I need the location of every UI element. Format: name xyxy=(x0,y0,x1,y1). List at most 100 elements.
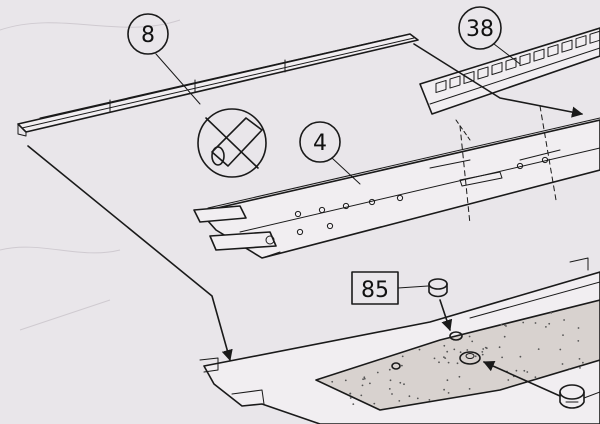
speckle-dot xyxy=(534,322,537,324)
speckle-dot xyxy=(537,348,540,350)
speckle-dot xyxy=(363,377,366,380)
speckle-dot xyxy=(577,327,580,329)
speckle-dot xyxy=(482,348,485,350)
speckle-dot xyxy=(363,376,366,379)
speckle-dot xyxy=(447,392,450,394)
rivet-hole xyxy=(396,194,404,202)
rivet-hole xyxy=(541,156,549,164)
speckle-dot xyxy=(388,388,391,390)
speckle-dot xyxy=(561,363,564,365)
speckle-dot xyxy=(568,367,571,370)
speckle-dot xyxy=(447,361,450,364)
part-4-panel xyxy=(193,105,600,259)
part-8-strip xyxy=(17,33,419,137)
speckle-dot xyxy=(481,353,484,356)
no-glue-prohibition-icon xyxy=(197,108,267,178)
speckle-dot xyxy=(563,319,565,321)
callout-85-label: 85 xyxy=(361,278,389,303)
rivet-hole xyxy=(368,198,376,206)
speckle-dot xyxy=(545,326,547,328)
speckle-dot xyxy=(481,351,484,353)
grid-cell xyxy=(547,44,559,58)
grid-cell xyxy=(589,30,600,44)
grid-cell xyxy=(477,66,489,80)
speckle-dot xyxy=(444,357,447,359)
speckle-dot xyxy=(401,364,403,367)
speckle-dot xyxy=(550,311,553,314)
callout-4-label: 4 xyxy=(313,131,327,156)
speckle-dot xyxy=(446,350,449,353)
rivet-hole xyxy=(516,162,524,170)
speckle-dot xyxy=(500,323,503,326)
callout-4: 4 xyxy=(299,121,361,185)
grid-cell xyxy=(561,39,573,53)
speckle-dot xyxy=(399,381,402,384)
speckle-dot xyxy=(534,376,537,379)
speckle-dot xyxy=(433,357,436,360)
speckle-dot xyxy=(389,379,392,382)
speckle-dot xyxy=(522,321,525,324)
callout-38: 38 xyxy=(458,6,521,65)
speckle-dot xyxy=(388,368,391,371)
bottom-plug xyxy=(482,361,600,409)
speckle-dot xyxy=(453,348,456,351)
speckle-dot xyxy=(577,340,580,342)
speckle-dot xyxy=(443,356,445,358)
speckle-dot xyxy=(428,399,431,401)
speckle-dot xyxy=(582,361,584,364)
rivet-hole xyxy=(296,228,304,236)
speckle-dot xyxy=(548,322,551,325)
speckle-dot xyxy=(349,392,351,395)
speckle-dot xyxy=(507,379,510,381)
callout-85: 85 xyxy=(351,271,429,305)
speckle-dot xyxy=(459,351,462,354)
speckle-dot xyxy=(484,346,487,349)
part-38-grid xyxy=(419,27,600,115)
speckle-dot xyxy=(456,362,459,365)
speckle-dot xyxy=(471,340,474,343)
speckle-dot xyxy=(526,371,529,373)
grid-cell xyxy=(533,48,545,62)
speckle-dot xyxy=(498,346,501,349)
speckle-dot xyxy=(503,324,506,326)
speckle-dot xyxy=(361,384,364,387)
speckle-dot xyxy=(466,349,469,351)
grid-cell xyxy=(575,35,587,49)
speckle-dot xyxy=(398,400,401,402)
speckle-dot xyxy=(443,388,445,391)
background-sketch xyxy=(0,19,181,331)
speckle-dot xyxy=(369,382,371,385)
speckle-dot xyxy=(352,403,355,405)
speckle-dot xyxy=(523,369,526,372)
speckle-dot xyxy=(474,355,477,358)
speckle-dot xyxy=(443,344,446,347)
speckle-dot xyxy=(468,335,471,338)
speckle-dot xyxy=(331,380,334,383)
speckle-dot xyxy=(349,397,352,399)
part-85-plug xyxy=(428,278,453,332)
guide-arrow-38 xyxy=(413,43,584,118)
callout-8: 8 xyxy=(127,13,201,105)
speckle-dot xyxy=(408,395,411,398)
speckle-dot xyxy=(505,325,507,327)
speckle-dot xyxy=(503,335,506,338)
speckle-dot xyxy=(515,369,518,372)
grid-cell xyxy=(505,57,517,71)
speckle-dot xyxy=(373,402,376,405)
rivet-hole xyxy=(326,222,334,230)
speckle-dot xyxy=(416,397,419,400)
dashed-guide xyxy=(455,119,471,141)
grid-cell xyxy=(491,62,503,76)
speckle-dot xyxy=(344,379,347,382)
grid-cell xyxy=(519,53,531,67)
callout-38-label: 38 xyxy=(466,17,494,42)
callout-8-label: 8 xyxy=(141,23,155,48)
guide-arrow-left xyxy=(27,145,233,362)
speckle-dot xyxy=(376,371,379,374)
speckle-dot xyxy=(401,355,404,358)
speckle-dot xyxy=(446,379,449,382)
speckle-dot xyxy=(458,375,461,378)
rivet-hole xyxy=(342,202,350,210)
